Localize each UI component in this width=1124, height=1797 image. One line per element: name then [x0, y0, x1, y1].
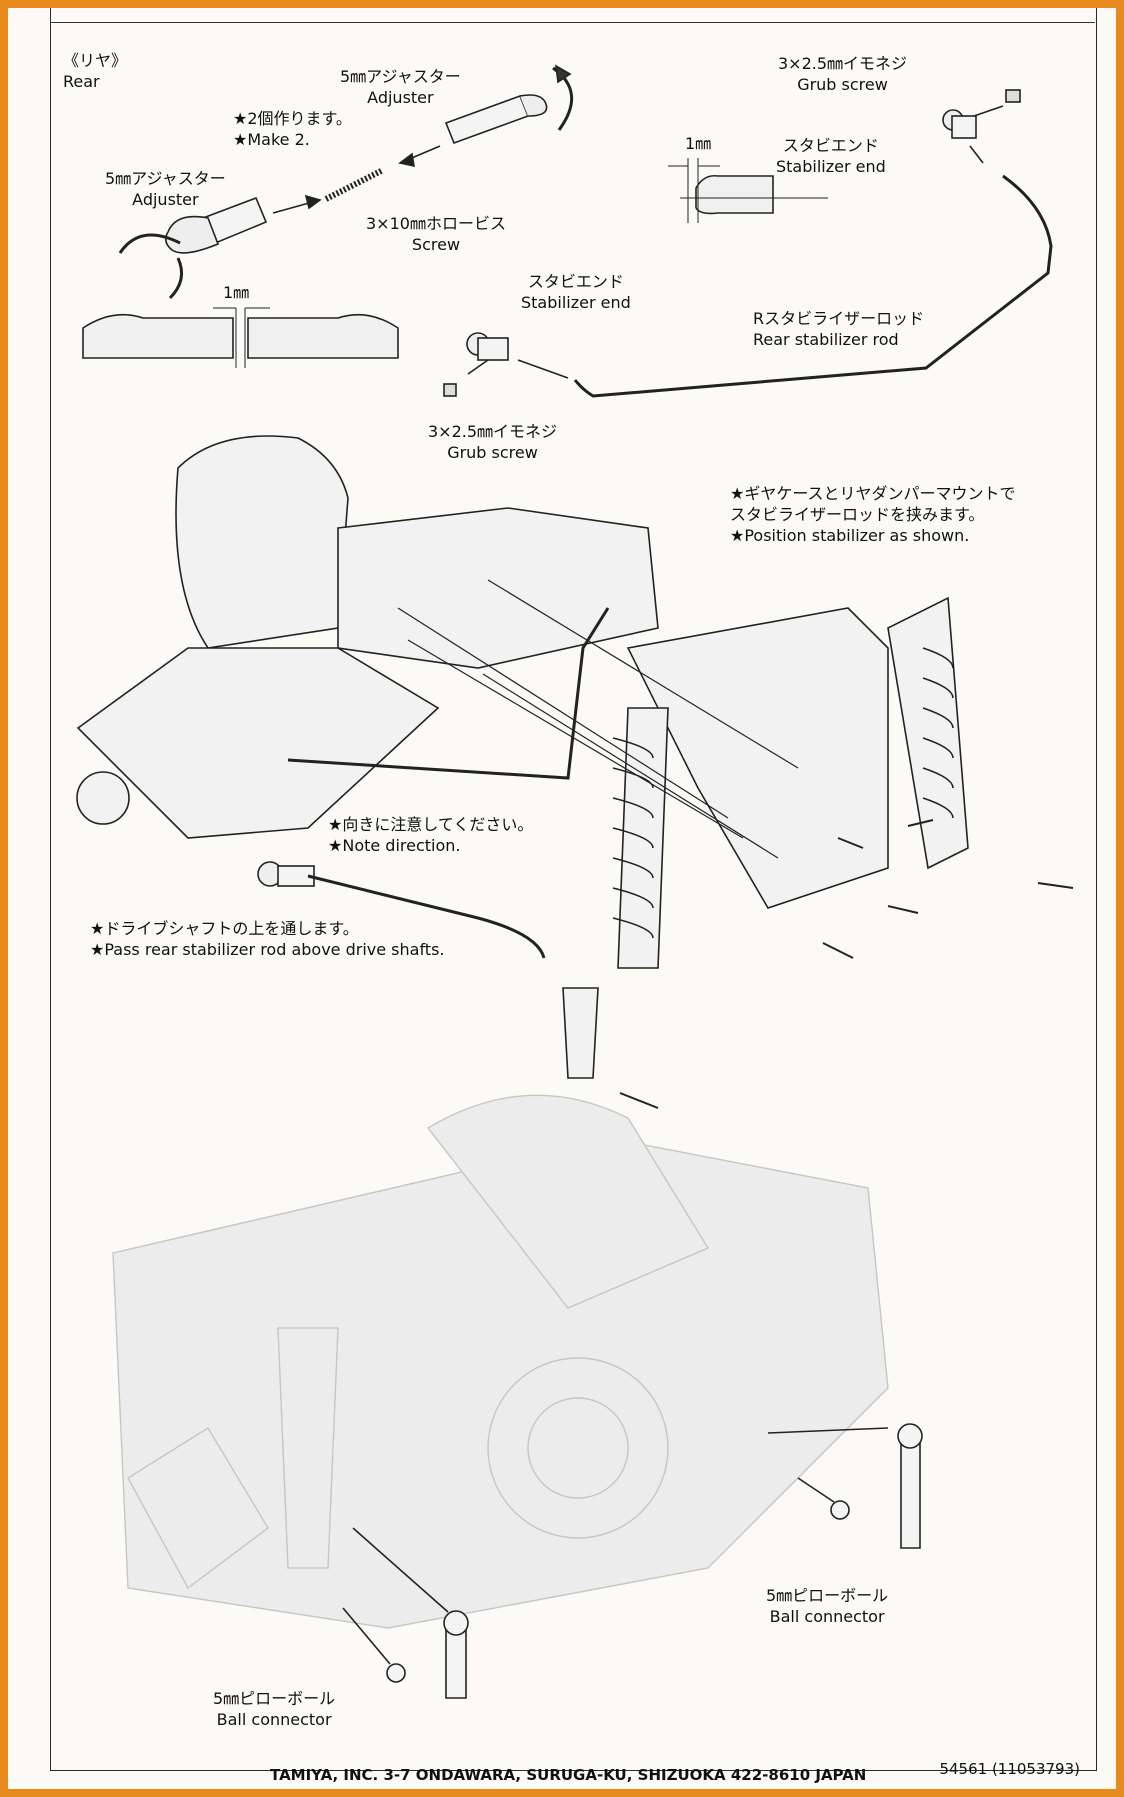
grub-screw-mid-label: 3×2.5㎜イモネジ Grub screw: [428, 421, 557, 463]
adjuster-left-en: Adjuster: [132, 190, 199, 209]
direction-note-jp: ★向きに注意してください。: [328, 815, 534, 834]
stab-end-top-jp: スタビエンド: [782, 136, 879, 155]
stabilizer-end-top-label: スタビエンド Stabilizer end: [776, 135, 886, 177]
make-two-en: ★Make 2.: [233, 130, 310, 149]
ball-left-en: Ball connector: [216, 1710, 332, 1729]
driveshaft-note-en: ★Pass rear stabilizer rod above drive sh…: [90, 940, 445, 959]
grub-mid-jp: 3×2.5㎜イモネジ: [428, 422, 558, 441]
ball-connector-left-label: 5㎜ピローボール Ball connector: [213, 1688, 335, 1730]
grub-top-jp: 3×2.5㎜イモネジ: [778, 54, 908, 73]
ball-left-jp: 5㎜ピローボール: [213, 1689, 336, 1708]
page-frame: [50, 8, 1097, 1771]
direction-note-en: ★Note direction.: [328, 836, 461, 855]
stab-end-top-en: Stabilizer end: [776, 157, 886, 176]
adjuster-left-icon: [118, 196, 268, 300]
adjuster-top-icon: [444, 64, 574, 145]
stab-rod-en: Rear stabilizer rod: [753, 330, 899, 349]
gap-label-right: 1㎜: [685, 134, 712, 153]
grub-screw-top-label: 3×2.5㎜イモネジ Grub screw: [778, 53, 907, 95]
screw-jp: 3×10㎜ホロービス: [366, 214, 506, 233]
stab-end-mid-jp: スタビエンド: [527, 272, 624, 291]
stab-rod-jp: Rスタビライザーロッド: [753, 309, 925, 328]
adjuster-left-label: 5㎜アジャスター Adjuster: [105, 168, 226, 210]
stabilizer-end-mid-label: スタビエンド Stabilizer end: [521, 271, 631, 313]
ball-connector-left-icon: [342, 1527, 469, 1699]
ball-right-en: Ball connector: [769, 1607, 885, 1626]
gap-label-left: 1㎜: [223, 283, 250, 302]
screw-icon: [324, 167, 385, 202]
make-two-jp: ★2個作ります。: [233, 109, 352, 128]
stabilizer-end-top-icon: [942, 109, 984, 164]
ball-right-jp: 5㎜ピローボール: [766, 1586, 889, 1605]
direction-note: ★向きに注意してください。 ★Note direction.: [328, 814, 533, 856]
screw-label: 3×10㎜ホロービス Screw: [366, 213, 506, 255]
ball-connector-right-label: 5㎜ピローボール Ball connector: [766, 1585, 888, 1627]
footer-company: TAMIYA, INC. 3-7 ONDAWARA, SURUGA-KU, SH…: [270, 1766, 867, 1784]
grub-mid-en: Grub screw: [447, 443, 538, 462]
section-title-en: Rear: [63, 72, 100, 91]
grub-top-en: Grub screw: [797, 75, 888, 94]
position-note-jp1: ★ギヤケースとリヤダンパーマウントで: [730, 484, 1016, 503]
manual-page: 《リヤ》 Rear 5㎜アジャスター Adjuster ★2個作ります。 ★Ma…: [8, 8, 1116, 1789]
driveshaft-note: ★ドライブシャフトの上を通します。 ★Pass rear stabilizer …: [90, 918, 445, 960]
section-title-jp: 《リヤ》: [63, 51, 128, 70]
screw-en: Screw: [411, 235, 461, 254]
gap-diagram-left: [82, 307, 399, 368]
stabilizer-end-mid-icon: [443, 332, 569, 397]
adjuster-top-label: 5㎜アジャスター Adjuster: [340, 66, 461, 108]
adjuster-left-jp: 5㎜アジャスター: [105, 169, 226, 188]
rear-stabilizer-rod-icon: [573, 174, 1053, 398]
position-note: ★ギヤケースとリヤダンパーマウントで スタビライザーロッドを挟みます。 ★Pos…: [730, 483, 1016, 546]
ball-connector-right-icon: [767, 1423, 923, 1549]
gap-diagram-right: [668, 158, 828, 223]
loose-stabilizer-rod-icon: [257, 861, 546, 959]
make-two-note: ★2個作ります。 ★Make 2.: [233, 108, 352, 150]
lower-ghost-assembly-icon: [112, 1094, 889, 1629]
screw-set-icon: [619, 819, 1074, 1109]
assembly-illustration: [76, 64, 1074, 1699]
installed-stabilizer-rod-icon: [287, 607, 610, 780]
driveshaft-note-jp: ★ドライブシャフトの上を通します。: [90, 919, 359, 938]
footer-code: 54561 (11053793): [939, 1760, 1080, 1778]
top-rule: [50, 8, 1095, 23]
adjuster-top-jp: 5㎜アジャスター: [340, 67, 461, 86]
position-note-jp2: スタビライザーロッドを挟みます。: [730, 505, 985, 524]
stab-end-mid-en: Stabilizer end: [521, 293, 631, 312]
section-title: 《リヤ》 Rear: [63, 50, 127, 92]
rear-stabilizer-rod-label: Rスタビライザーロッド Rear stabilizer rod: [753, 308, 924, 350]
rear-chassis-assembly-icon: [76, 435, 969, 1079]
adjuster-top-en: Adjuster: [367, 88, 434, 107]
position-note-en: ★Position stabilizer as shown.: [730, 526, 970, 545]
grub-screw-top-icon: [973, 89, 1021, 117]
